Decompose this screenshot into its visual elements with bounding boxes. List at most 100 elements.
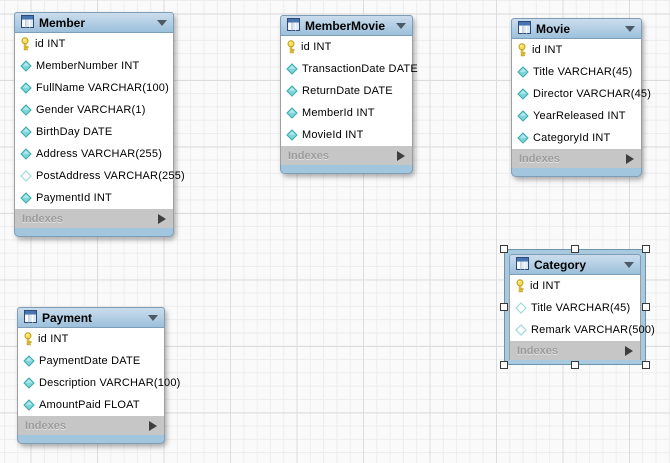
table-header[interactable]: MemberMovie — [280, 15, 413, 36]
primary-key-icon — [518, 43, 526, 57]
column-label: YearReleased INT — [533, 110, 626, 122]
selection-handle-s[interactable] — [571, 361, 579, 369]
expand-arrow-icon[interactable] — [397, 150, 405, 161]
column-row[interactable]: Title VARCHAR(45) — [510, 297, 640, 319]
column-row[interactable]: MemberId INT — [281, 102, 412, 124]
table-header[interactable]: Payment — [17, 307, 165, 328]
selection-handle-se[interactable] — [642, 361, 650, 369]
db-table-movie[interactable]: Movie id INT Title VARCHAR(45) Director … — [511, 18, 651, 177]
primary-key-icon — [516, 279, 524, 293]
indexes-row[interactable]: Indexes — [280, 146, 413, 165]
column-label: Title VARCHAR(45) — [533, 66, 633, 78]
column-label: id INT — [301, 41, 332, 53]
expand-arrow-icon[interactable] — [158, 213, 166, 224]
not-null-diamond-icon — [517, 88, 529, 100]
column-row[interactable]: ReturnDate DATE — [281, 80, 412, 102]
column-label: BirthDay DATE — [36, 126, 113, 138]
not-null-diamond-icon — [20, 82, 32, 94]
selection-handle-e[interactable] — [642, 303, 650, 311]
selection-handle-n[interactable] — [571, 245, 579, 253]
column-row[interactable]: Director VARCHAR(45) — [512, 83, 651, 105]
column-row[interactable]: id INT — [281, 36, 412, 58]
not-null-diamond-icon — [20, 148, 32, 160]
table-icon — [24, 309, 37, 326]
table-header[interactable]: Movie — [511, 18, 642, 39]
nullable-diamond-icon — [20, 170, 32, 182]
selection-handle-sw[interactable] — [500, 361, 508, 369]
column-row[interactable]: id INT — [512, 39, 641, 61]
column-row[interactable]: Gender VARCHAR(1) — [15, 99, 173, 121]
column-label: MovieId INT — [302, 129, 364, 141]
table-icon-glyph — [516, 256, 529, 270]
collapse-arrow-icon[interactable] — [625, 25, 635, 32]
indexes-label: Indexes — [22, 212, 63, 225]
not-null-diamond-icon — [517, 110, 529, 122]
table-title: MemberMovie — [305, 18, 386, 33]
column-label: Remark VARCHAR(500) — [531, 324, 656, 336]
column-row[interactable]: id INT — [18, 328, 164, 350]
expand-arrow-icon[interactable] — [625, 345, 633, 356]
table-bottom-bar — [511, 168, 642, 177]
not-null-diamond-icon — [517, 66, 529, 78]
not-null-diamond-icon — [23, 355, 35, 367]
not-null-diamond-icon — [517, 132, 529, 144]
column-row[interactable]: Description VARCHAR(100) — [18, 372, 180, 394]
selection-handle-ne[interactable] — [642, 245, 650, 253]
collapse-arrow-icon[interactable] — [157, 19, 167, 26]
indexes-row[interactable]: Indexes — [511, 149, 642, 168]
not-null-diamond-icon — [23, 399, 35, 411]
not-null-diamond-icon — [20, 192, 32, 204]
collapse-arrow-icon[interactable] — [396, 22, 406, 29]
column-row[interactable]: id INT — [15, 33, 173, 55]
column-row[interactable]: Remark VARCHAR(500) — [510, 319, 655, 341]
selection-handle-nw[interactable] — [500, 245, 508, 253]
column-label: PaymentId INT — [36, 192, 112, 204]
collapse-arrow-icon[interactable] — [624, 261, 634, 268]
column-row[interactable]: YearReleased INT — [512, 105, 641, 127]
not-null-diamond-icon — [20, 126, 32, 138]
table-title: Category — [534, 257, 587, 272]
indexes-label: Indexes — [519, 152, 560, 165]
db-table-category[interactable]: Category id INT Title VARCHAR(45) Remark… — [509, 254, 655, 360]
not-null-diamond-icon — [286, 63, 298, 75]
table-title: Member — [39, 15, 86, 30]
db-table-payment[interactable]: Payment id INT PaymentDate DATE Descript… — [17, 307, 180, 444]
column-row[interactable]: CategoryId INT — [512, 127, 641, 149]
column-row[interactable]: FullName VARCHAR(100) — [15, 77, 173, 99]
column-row[interactable]: MovieId INT — [281, 124, 412, 146]
selection-frame[interactable]: Category id INT Title VARCHAR(45) Remark… — [500, 245, 655, 369]
table-header[interactable]: Member — [14, 12, 174, 33]
column-label: id INT — [532, 44, 563, 56]
column-row[interactable]: PostAddress VARCHAR(255) — [15, 165, 185, 187]
indexes-row[interactable]: Indexes — [14, 209, 174, 228]
column-row[interactable]: MemberNumber INT — [15, 55, 173, 77]
column-row[interactable]: AmountPaid FLOAT — [18, 394, 164, 416]
indexes-label: Indexes — [25, 419, 66, 432]
table-icon — [516, 256, 529, 273]
indexes-row[interactable]: Indexes — [509, 341, 641, 360]
column-label: AmountPaid FLOAT — [39, 399, 140, 411]
column-row[interactable]: id INT — [510, 275, 640, 297]
column-row[interactable]: Title VARCHAR(45) — [512, 61, 641, 83]
expand-arrow-icon[interactable] — [626, 153, 634, 164]
table-header[interactable]: Category — [509, 254, 641, 275]
nullable-diamond-icon — [515, 324, 527, 336]
column-row[interactable]: PaymentId INT — [15, 187, 173, 209]
indexes-row[interactable]: Indexes — [17, 416, 165, 435]
table-columns: id INT Title VARCHAR(45) Director VARCHA… — [511, 39, 651, 149]
db-table-member[interactable]: Member id INT MemberNumber INT FullName … — [14, 12, 185, 237]
collapse-arrow-icon[interactable] — [148, 314, 158, 321]
column-label: FullName VARCHAR(100) — [36, 82, 169, 94]
table-columns: id INT PaymentDate DATE Description VARC… — [17, 328, 180, 416]
table-icon-glyph — [24, 309, 37, 323]
db-table-membermovie[interactable]: MemberMovie id INT TransactionDate DATE … — [280, 15, 418, 174]
column-row[interactable]: PaymentDate DATE — [18, 350, 164, 372]
expand-arrow-icon[interactable] — [149, 420, 157, 431]
column-label: ReturnDate DATE — [302, 85, 393, 97]
column-row[interactable]: Address VARCHAR(255) — [15, 143, 173, 165]
not-null-diamond-icon — [286, 129, 298, 141]
column-row[interactable]: TransactionDate DATE — [281, 58, 418, 80]
column-row[interactable]: BirthDay DATE — [15, 121, 173, 143]
selection-handle-w[interactable] — [500, 303, 508, 311]
